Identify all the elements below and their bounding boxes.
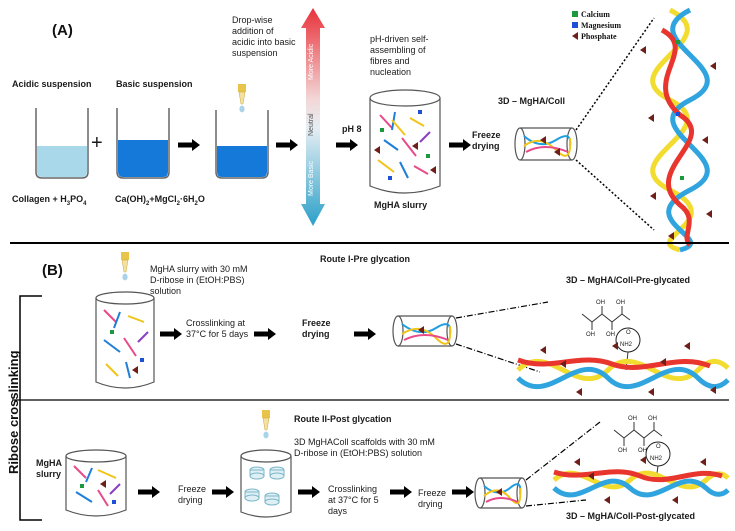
ribose-crosslinking-label: Ribose crosslinking bbox=[6, 350, 21, 474]
collagen-formula: Collagen + H3PO4 bbox=[12, 194, 87, 207]
arrow-b8 bbox=[452, 486, 474, 498]
ph-more-acidic: More Acidic bbox=[308, 43, 315, 80]
scaffold-label-a: 3D – MgHA/Coll bbox=[498, 96, 566, 106]
legend-phosphate: Phosphate bbox=[581, 32, 617, 41]
acidic-suspension-title: Acidic suspension bbox=[12, 79, 92, 89]
triple-helix-vertical bbox=[650, 7, 710, 253]
ph8-label: pH 8 bbox=[342, 124, 362, 134]
ribose-molecule-route2 bbox=[613, 422, 671, 481]
ph-scale-arrow bbox=[301, 8, 325, 226]
basic-beaker bbox=[116, 108, 170, 179]
panel-a-label: (A) bbox=[52, 22, 73, 39]
ribose2-o: O bbox=[656, 444, 661, 450]
slurry-cylinder-route2 bbox=[65, 449, 127, 517]
slurry-cylinder-route1 bbox=[95, 291, 155, 389]
arrow-b7 bbox=[390, 486, 412, 498]
arrow-2 bbox=[276, 139, 298, 151]
ribose2-oh-b: OH bbox=[628, 416, 637, 422]
basic-suspension-title: Basic suspension bbox=[116, 79, 193, 89]
legend-magnesium: Magnesium bbox=[581, 21, 621, 30]
arrow-b3 bbox=[354, 328, 376, 340]
mixing-beaker bbox=[215, 110, 269, 179]
ribose2-oh-a: OH bbox=[618, 448, 627, 454]
triple-helix-route1 bbox=[516, 357, 730, 390]
ribose2-oh-c: OH bbox=[638, 448, 647, 454]
slurry-cylinder bbox=[369, 89, 441, 194]
arrow-b6 bbox=[298, 486, 320, 498]
pipette-icon-route1 bbox=[120, 251, 130, 281]
basic-formula: Ca(OH)2+MgCl2·6H2O bbox=[115, 194, 205, 207]
ribose1-o: O bbox=[626, 330, 631, 336]
triple-helix-route2 bbox=[552, 469, 730, 498]
route2-title: Route II-Post glycation bbox=[294, 414, 392, 424]
ribose1-nh2: NH2 bbox=[620, 342, 633, 348]
arrow-4 bbox=[449, 139, 471, 151]
scaffold-cylinder-route1 bbox=[392, 315, 458, 347]
ph-more-basic: More Basic bbox=[308, 160, 315, 196]
route1-result: 3D – MgHA/Coll-Pre-glycated bbox=[566, 275, 691, 285]
panel-b-label: (B) bbox=[42, 262, 63, 279]
pipette-icon bbox=[237, 83, 247, 113]
scaffold-cylinder-a bbox=[514, 127, 578, 161]
scaffold-beaker-route2 bbox=[240, 449, 292, 518]
ph-neutral: Neutral bbox=[308, 113, 315, 136]
arrow-b4 bbox=[138, 486, 160, 498]
ribose1-oh-b: OH bbox=[596, 300, 605, 306]
route1-title: Route I-Pre glycation bbox=[320, 254, 411, 264]
ribose1-oh-d: OH bbox=[616, 300, 625, 306]
ribose1-oh-c: OH bbox=[606, 332, 615, 338]
acidic-beaker bbox=[35, 108, 89, 179]
ribose2-oh-d: OH bbox=[648, 416, 657, 422]
scaffold-cylinder-route2 bbox=[474, 477, 528, 509]
arrow-b5 bbox=[212, 486, 234, 498]
arrow-3 bbox=[336, 139, 358, 151]
plus-sign: + bbox=[91, 132, 103, 154]
ribose1-oh-a: OH bbox=[586, 332, 595, 338]
route2-result: 3D – MgHA/Coll-Post-glycated bbox=[566, 511, 696, 521]
arrow-b2 bbox=[254, 328, 276, 340]
legend-calcium: Calcium bbox=[581, 10, 610, 19]
slurry-label: MgHA slurry bbox=[374, 200, 428, 210]
ribose2-nh2: NH2 bbox=[650, 456, 663, 462]
pipette-icon-route2 bbox=[261, 409, 271, 439]
arrow-b1 bbox=[160, 328, 182, 340]
arrow-1 bbox=[178, 139, 200, 151]
